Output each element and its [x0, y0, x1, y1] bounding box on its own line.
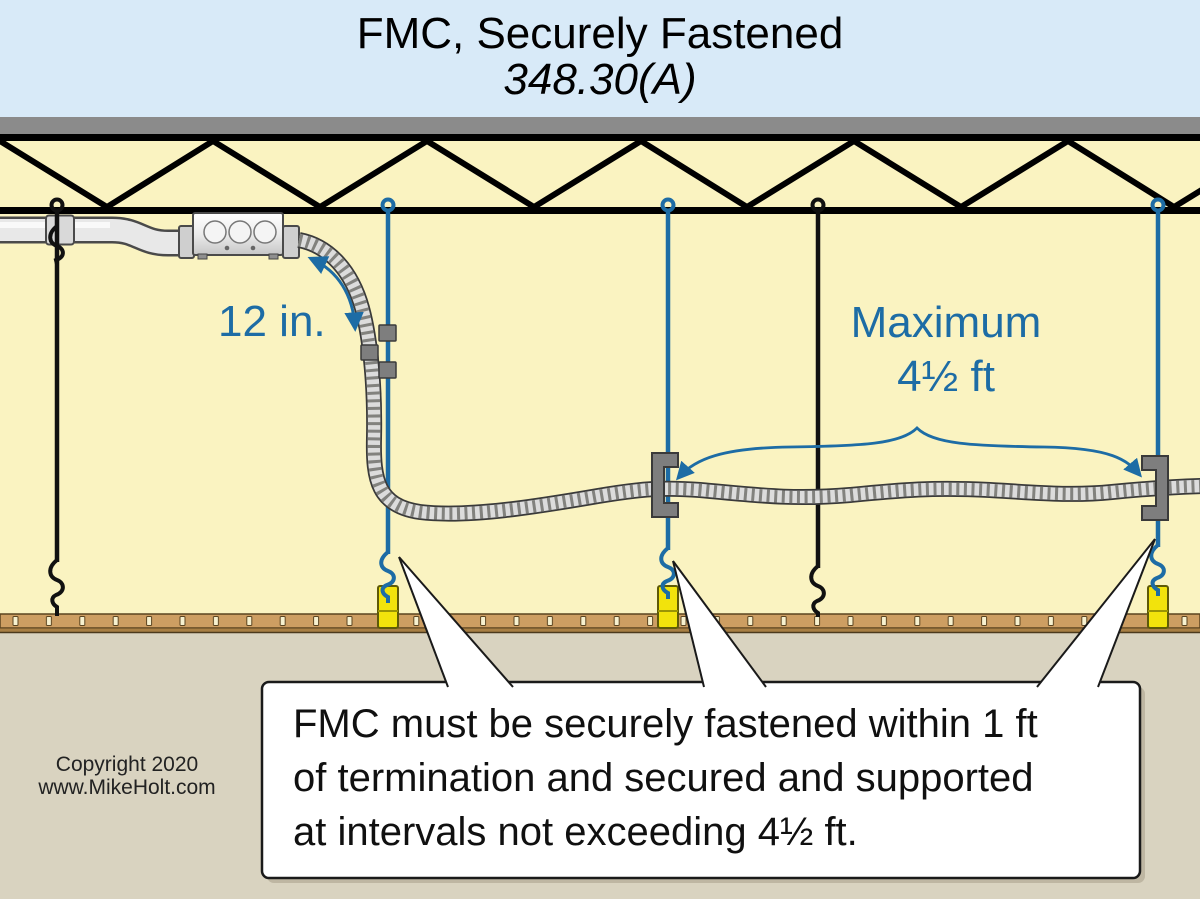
label-support-interval: Maximum 4½ ft [786, 296, 1106, 404]
wire-hook [49, 197, 65, 213]
clamp-small-3 [378, 361, 397, 379]
box-foot-left [197, 253, 208, 260]
callout-pointer-2 [673, 561, 766, 687]
box-connector-right [282, 225, 300, 259]
callout-pointer-2-edge-l [672, 560, 705, 688]
code-reference: 348.30(A) [503, 55, 697, 104]
box-connector-left [178, 225, 195, 259]
callout-pointer-1-edge-l [398, 556, 449, 688]
box-screw-hole-1 [224, 245, 230, 251]
emt-conduit [0, 214, 184, 257]
wire-twist-bottom [379, 550, 396, 603]
ceiling-truss [0, 134, 1200, 214]
clamp-bracket-mid [651, 452, 679, 518]
callout-line-3: at intervals not exceeding 4½ ft. [293, 810, 858, 854]
clamp-small-2 [360, 344, 379, 361]
truss-diagonals [0, 137, 1200, 211]
wire-twist-bottom [809, 564, 826, 617]
clamp-small-1 [378, 324, 397, 342]
emt-body [0, 219, 184, 254]
copyright-block: Copyright 2020 www.MikeHolt.com [27, 753, 227, 799]
support-wire-blue-1 [379, 197, 396, 603]
wire-twist-bottom [48, 558, 65, 616]
support-wire-blue-3 [1149, 197, 1166, 596]
wire-twist-top [48, 224, 65, 265]
box-knockout-2 [228, 220, 252, 244]
rail-strip [0, 613, 1200, 629]
label-support-interval-line1: Maximum [850, 298, 1042, 347]
title-block: FMC, Securely Fastened 348.30(A) [0, 11, 1200, 103]
wire-twist-bottom [1149, 543, 1166, 596]
rail-clip-1 [377, 585, 399, 629]
emt-coupling [45, 214, 75, 246]
rail-bottom-edge [0, 628, 1200, 632]
support-wire-black-1 [48, 197, 65, 616]
callout-pointer-3-edge-r [1097, 538, 1156, 688]
callout-line-2: of termination and secured and supported [293, 756, 1034, 800]
wire-twist-bottom [659, 546, 676, 599]
ceiling-slab [0, 117, 1200, 134]
label-termination-distance: 12 in. [218, 297, 326, 346]
callout-pointer-1-edge-r [398, 556, 514, 688]
copyright-line-2: www.MikeHolt.com [38, 776, 216, 799]
callout-pointer-1 [399, 557, 513, 687]
box-screw-hole-2 [250, 245, 256, 251]
support-wire-blue-2 [659, 197, 676, 599]
wire-hook [810, 197, 826, 213]
wire-hook [660, 197, 676, 213]
emt-outline [0, 216, 184, 257]
rail-clip-2 [657, 585, 679, 629]
rail-clips [377, 585, 1169, 629]
wire-hook [1150, 197, 1166, 213]
callout-pointer-2-edge-r [672, 560, 767, 688]
junction-box [178, 212, 300, 260]
max-interval-brace-arrow [675, 426, 1142, 481]
box-body [192, 212, 284, 256]
page-title: FMC, Securely Fastened [356, 9, 844, 58]
callout-text: FMC must be securely fastened within 1 f… [262, 682, 1140, 878]
callout-pointer-3 [1037, 539, 1155, 687]
box-knockout-3 [253, 220, 277, 244]
callout-line-1: FMC must be securely fastened within 1 f… [293, 702, 1038, 746]
label-support-interval-line2: 4½ ft [897, 352, 995, 401]
ceiling-rail [0, 613, 1200, 634]
support-wire-black-2 [809, 197, 826, 617]
wire-hook [380, 197, 396, 213]
clamp-bracket-right [1141, 455, 1169, 521]
callout-pointer-3-edge-l [1036, 538, 1156, 688]
box-foot-right [268, 253, 279, 260]
copyright-line-1: Copyright 2020 [55, 753, 199, 776]
rail-clip-3 [1147, 585, 1169, 629]
box-knockout-1 [203, 220, 227, 244]
